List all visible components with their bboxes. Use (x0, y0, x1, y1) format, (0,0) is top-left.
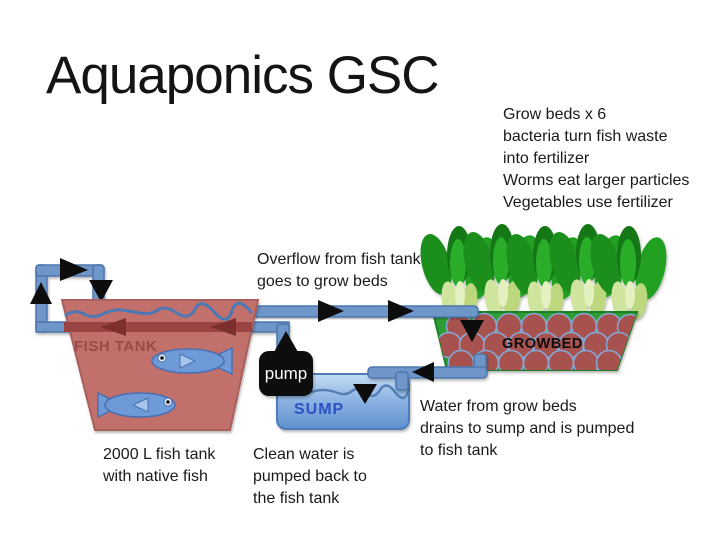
sump-label: SUMP (294, 401, 345, 418)
note-line: the fish tank (253, 490, 340, 507)
fish-tank-label: FISH TANK (74, 338, 158, 355)
flow-left-arrow-icon (100, 318, 126, 336)
note-line: Worms eat larger particles (503, 172, 690, 189)
note-line: Vegetables use fertilizer (503, 194, 673, 211)
pump-label: pump (264, 363, 308, 383)
pebble (547, 349, 575, 370)
flow-down-arrow-icon (89, 280, 113, 302)
note-line: Grow beds x 6 (503, 106, 607, 123)
flow-down-arrow-icon (353, 384, 377, 404)
note-line: Water from grow beds (420, 398, 577, 415)
growbed-label: GROWBED (502, 336, 583, 352)
note-line: Clean water is (253, 446, 355, 463)
note-line: Overflow from fish tank (257, 251, 421, 268)
note-line: with native fish (103, 468, 208, 485)
tank-water-surface (64, 301, 253, 321)
grow-beds-note: Grow beds x 6 bacteria turn fish waste i… (503, 104, 689, 214)
flow-down-arrow-icon (460, 320, 484, 342)
flow-up-arrow-icon (30, 282, 52, 304)
note-line: pumped back to (253, 468, 367, 485)
overflow-note: Overflow from fish tank goes to grow bed… (257, 249, 421, 293)
pebble (572, 349, 600, 370)
sump-inlet-stub (395, 371, 409, 391)
overflow-pipe (252, 305, 479, 318)
pebble (497, 349, 525, 370)
clean-water-note: Clean water is pumped back to the fish t… (253, 444, 367, 510)
note-line: to fish tank (420, 442, 498, 459)
pump-body (259, 351, 313, 396)
pebble (522, 349, 550, 370)
note-line: bacteria turn fish waste (503, 128, 668, 145)
return-pipe-in-tank (64, 322, 252, 332)
slide-title: Aquaponics GSC (46, 46, 440, 105)
note-line: 2000 L fish tank (103, 446, 216, 463)
fish-tank-caption: 2000 L fish tank with native fish (103, 444, 215, 488)
flow-right-arrow-icon (318, 300, 344, 322)
note-line: into fertilizer (503, 150, 590, 167)
flow-right-arrow-icon (60, 258, 88, 281)
note-line: goes to grow beds (257, 273, 388, 290)
fish-icon (97, 391, 176, 419)
flow-up-arrow-icon (274, 331, 298, 352)
pebble (595, 349, 623, 370)
flow-left-arrow-icon (412, 362, 434, 382)
drain-note: Water from grow beds drains to sump and … (420, 396, 634, 462)
flow-right-arrow-icon (388, 300, 414, 322)
note-line: drains to sump and is pumped (420, 420, 635, 437)
flow-left-arrow-icon (210, 318, 236, 336)
fish-icon (151, 346, 233, 376)
